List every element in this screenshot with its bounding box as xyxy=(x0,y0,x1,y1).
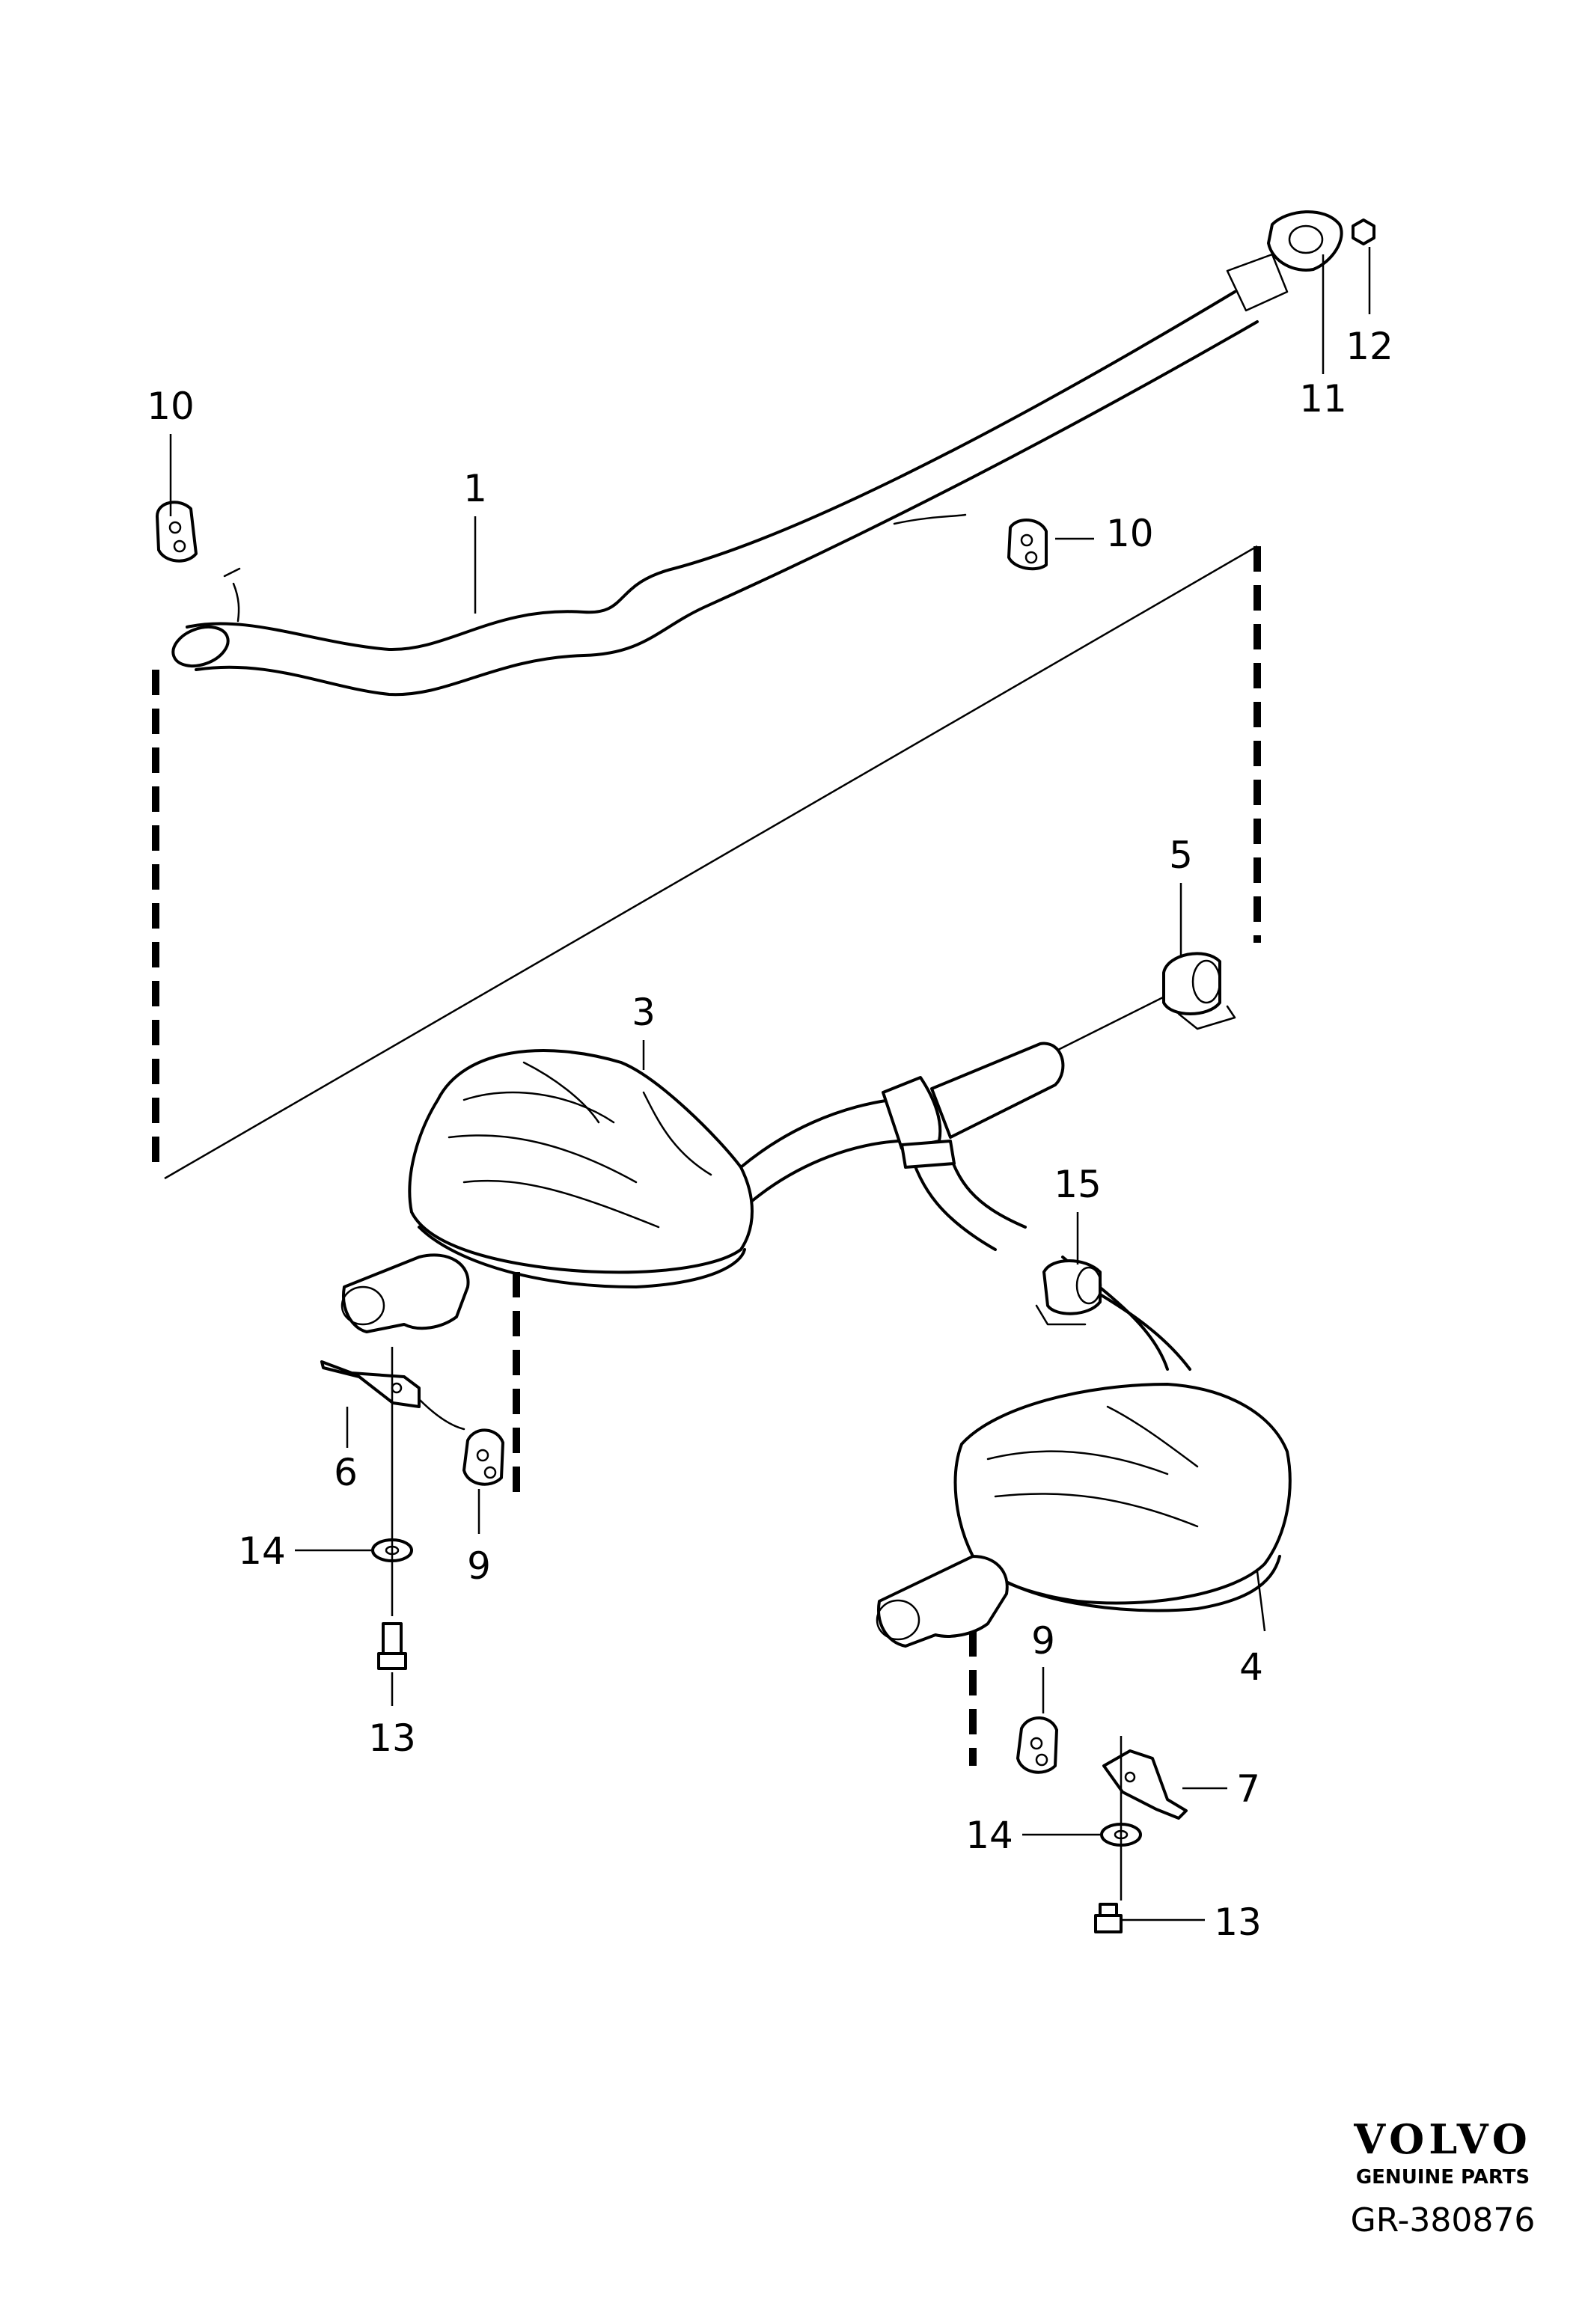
bolt-left xyxy=(377,1622,407,1670)
part-label-7: 7 xyxy=(1236,1767,1260,1811)
part-label-13-right: 13 xyxy=(1214,1901,1262,1944)
genuine-parts-tagline: GENUINE PARTS xyxy=(1356,2166,1530,2189)
part-label-12: 12 xyxy=(1346,325,1393,368)
part-label-10-upper-right: 10 xyxy=(1106,512,1154,555)
part-label-14-right: 14 xyxy=(965,1814,1013,1857)
rubber-hanger-lower-right xyxy=(1016,1716,1058,1774)
front-exhaust-pipe xyxy=(171,253,1289,697)
flange-nut xyxy=(1352,218,1375,245)
rubber-hanger-lower-left xyxy=(462,1428,504,1486)
assembly-dashed-lines xyxy=(152,545,1261,1766)
tailpipe-tip-left xyxy=(341,1253,470,1333)
part-label-15: 15 xyxy=(1054,1163,1102,1206)
part-label-10-upper-left: 10 xyxy=(147,385,195,428)
part-label-3: 3 xyxy=(632,991,656,1034)
volvo-logo: VOLVO xyxy=(1353,2115,1532,2163)
part-label-1: 1 xyxy=(463,467,487,510)
part-label-6: 6 xyxy=(334,1451,358,1494)
rear-muffler-left xyxy=(408,1049,754,1288)
bolt-right xyxy=(1094,1903,1123,1933)
rubber-hanger-upper-right xyxy=(1007,518,1048,571)
connecting-pipe-y xyxy=(739,1042,1065,1251)
part-label-11: 11 xyxy=(1299,377,1347,421)
rear-muffler-right xyxy=(953,1383,1292,1612)
tailpipe-tip-right xyxy=(876,1555,1009,1648)
rubber-hanger-upper-left xyxy=(156,501,198,563)
brand-block: VOLVO GENUINE PARTS GR-380876 xyxy=(1351,2115,1536,2239)
fastener-axis-lines xyxy=(391,1347,1123,1901)
part-label-9-right: 9 xyxy=(1031,1619,1055,1663)
part-label-9-left: 9 xyxy=(467,1544,491,1588)
part-label-13-left: 13 xyxy=(368,1716,416,1760)
drawing-code: GR-380876 xyxy=(1351,2201,1536,2239)
part-label-14-left: 14 xyxy=(238,1529,286,1573)
leader-lines xyxy=(169,247,1371,1921)
part-label-5: 5 xyxy=(1169,834,1193,877)
part-label-4: 4 xyxy=(1239,1645,1263,1689)
flange-gasket xyxy=(1267,210,1343,272)
pipe-clamp-lower xyxy=(1035,1259,1102,1326)
bracket-right xyxy=(1102,1749,1188,1820)
pipe-clamp-upper xyxy=(1162,952,1236,1030)
part-labels: 10 1 10 12 11 5 3 15 4 6 9 14 13 9 7 14 … xyxy=(147,325,1393,1944)
